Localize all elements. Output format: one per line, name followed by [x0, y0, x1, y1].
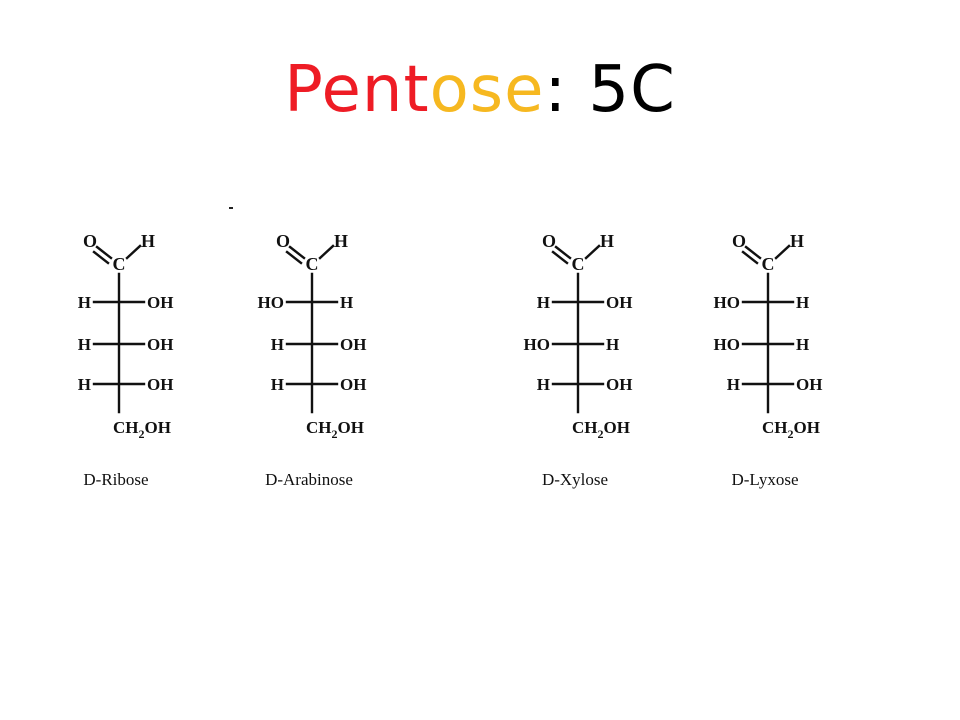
terminal-group-subscript: 2 [788, 427, 794, 441]
terminal-group-subscript: 2 [598, 427, 604, 441]
title-segment: : 5C [544, 53, 676, 127]
double-bond-line [551, 250, 569, 265]
aldehyde-hydrogen-label: H [600, 231, 614, 251]
right-substituent-label: OH [796, 375, 822, 394]
oxygen-atom-label: O [542, 231, 556, 251]
double-bond-line [285, 250, 303, 265]
double-bond-line [554, 245, 572, 260]
left-substituent-label: H [271, 335, 284, 354]
terminal-group-part: CH [306, 418, 332, 437]
double-bond-line [92, 250, 110, 265]
left-substituent-label: H [727, 375, 740, 394]
left-substituent-label: HO [524, 335, 550, 354]
right-substituent-label: OH [147, 375, 173, 394]
single-bond-line [318, 244, 335, 260]
left-substituent-label: HO [714, 335, 740, 354]
left-substituent-label: H [78, 293, 91, 312]
aldehyde-hydrogen-label: H [141, 231, 155, 251]
right-substituent-label: H [606, 335, 619, 354]
double-bond-line [741, 250, 759, 265]
right-substituent-label: OH [340, 335, 366, 354]
right-substituent-label: H [340, 293, 353, 312]
left-substituent-label: H [537, 293, 550, 312]
title-segment: t [403, 53, 430, 127]
left-substituent-label: H [78, 375, 91, 394]
oxygen-atom-label: O [276, 231, 290, 251]
double-bond-line [744, 245, 762, 260]
terminal-group-subscript: 2 [332, 427, 338, 441]
molecule-name-label: D-Arabinose [265, 470, 353, 489]
terminal-group-label: CH2OH [762, 418, 820, 441]
title-segment: ose [429, 53, 545, 127]
left-substituent-label: H [271, 375, 284, 394]
right-substituent-label: H [796, 293, 809, 312]
carbonyl-carbon-label: C [113, 254, 126, 274]
single-bond-line [584, 244, 601, 260]
molecule-name-label: D-Xylose [541, 470, 609, 489]
left-substituent-label: HO [258, 293, 284, 312]
double-bond-line [288, 245, 306, 260]
terminal-group-label: CH2OH [113, 418, 171, 441]
terminal-group-part: OH [145, 418, 171, 437]
oxygen-atom-label: O [732, 231, 746, 251]
aldehyde-hydrogen-label: H [334, 231, 348, 251]
left-substituent-label: H [537, 375, 550, 394]
terminal-group-part: CH [113, 418, 139, 437]
page-title: Pentose: 5C [0, 40, 960, 140]
molecule-name-label: D-Ribose [83, 470, 149, 489]
single-bond-line [774, 244, 791, 260]
stray-mark [229, 207, 233, 209]
right-substituent-label: OH [340, 375, 366, 394]
terminal-group-part: OH [794, 418, 820, 437]
right-substituent-label: H [796, 335, 809, 354]
single-bond-line [125, 244, 142, 260]
right-substituent-label: OH [606, 293, 632, 312]
oxygen-atom-label: O [83, 231, 97, 251]
double-bond-line [95, 245, 113, 260]
terminal-group-label: CH2OH [572, 418, 630, 441]
aldehyde-hydrogen-label: H [790, 231, 804, 251]
molecule-name-label: D-Lyxose [731, 470, 799, 489]
terminal-group-part: CH [572, 418, 598, 437]
carbonyl-carbon-label: C [306, 254, 319, 274]
terminal-group-part: OH [604, 418, 630, 437]
right-substituent-label: OH [606, 375, 632, 394]
terminal-group-label: CH2OH [306, 418, 364, 441]
terminal-group-subscript: 2 [139, 427, 145, 441]
title-segment: Pen [284, 53, 404, 127]
terminal-group-part: CH [762, 418, 788, 437]
left-substituent-label: H [78, 335, 91, 354]
left-substituent-label: HO [714, 293, 740, 312]
terminal-group-part: OH [338, 418, 364, 437]
carbonyl-carbon-label: C [572, 254, 585, 274]
right-substituent-label: OH [147, 293, 173, 312]
carbonyl-carbon-label: C [762, 254, 775, 274]
right-substituent-label: OH [147, 335, 173, 354]
